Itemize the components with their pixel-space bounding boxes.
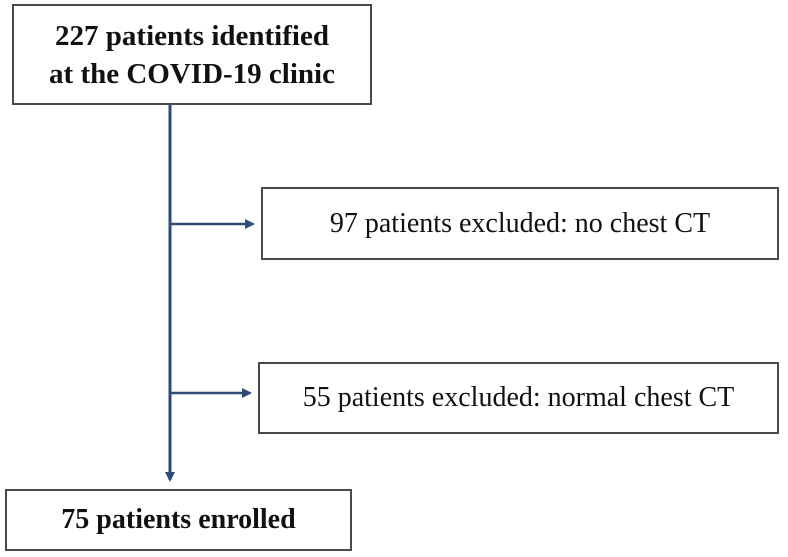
exclusion-box-no-ct: 97 patients excluded: no chest CT [261, 187, 779, 260]
enrolled-patients-label: 75 patients enrolled [61, 504, 296, 535]
identified-patients-line1: 227 patients identified [55, 19, 329, 52]
exclusion-label-normal-ct: 55 patients excluded: normal chest CT [302, 382, 735, 413]
identified-patients-box: 227 patients identified at the COVID-19 … [12, 4, 372, 105]
identified-patients-line2: at the COVID-19 clinic [49, 57, 335, 90]
exclusion-box-normal-ct: 55 patients excluded: normal chest CT [258, 362, 779, 434]
exclusion-label-no-ct: 97 patients excluded: no chest CT [329, 207, 711, 239]
enrolled-patients-box: 75 patients enrolled [5, 489, 352, 551]
